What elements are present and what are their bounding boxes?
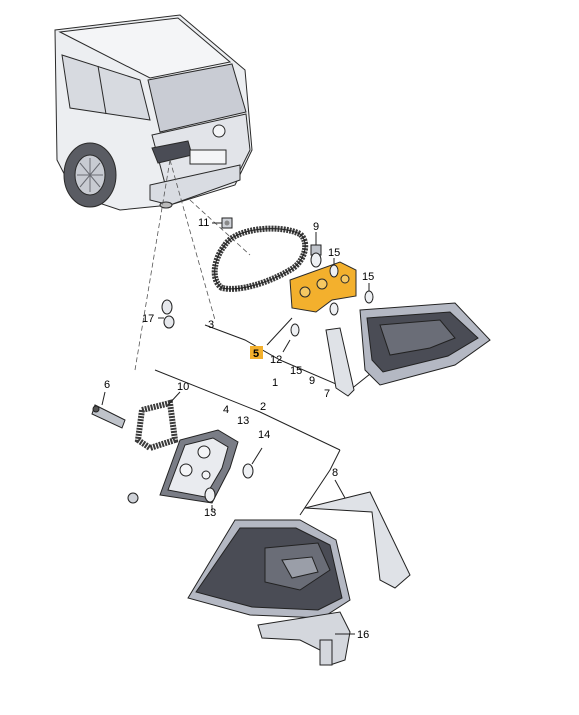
label-part-5-highlight	[250, 346, 263, 359]
label-part-12: 12	[270, 354, 282, 366]
gasket-part-10	[134, 399, 179, 452]
inner-lamp-part-1	[359, 302, 491, 386]
trim-panel-part-8	[304, 491, 411, 589]
label-part-15-a: 15	[328, 247, 340, 259]
label-part-15-b: 15	[362, 271, 374, 283]
bulb-caps-part-17	[161, 299, 175, 329]
socket-part-6	[91, 404, 126, 429]
label-part-14: 14	[258, 429, 270, 441]
leader-lines	[134, 159, 251, 371]
label-part-16: 16	[357, 629, 369, 641]
label-part-9-lower: 9	[309, 375, 315, 387]
label-part-10: 10	[177, 381, 189, 393]
bracket-part-16	[257, 611, 351, 666]
outer-lamp-housing	[187, 519, 351, 619]
label-part-17: 17	[142, 313, 154, 325]
screw-part-11	[221, 217, 233, 229]
label-part-4: 4	[223, 404, 229, 416]
label-part-6: 6	[104, 379, 110, 391]
label-part-11: 11	[198, 217, 209, 229]
label-part-5: 5	[253, 348, 259, 360]
screw-lower	[127, 492, 139, 504]
label-part-13-b: 13	[204, 507, 216, 519]
vw-logo	[212, 124, 226, 138]
bulb-carrier-part-4	[159, 429, 239, 504]
bulb-part-9-upper	[310, 244, 322, 268]
label-part-9-upper: 9	[313, 221, 319, 233]
label-part-15-c: 15	[290, 365, 302, 377]
reflector-strip-part-7	[325, 327, 355, 397]
vehicle-illustration	[54, 14, 253, 211]
label-part-8: 8	[332, 467, 338, 479]
part-labels: 11 9 15 15 17 3 5 12 15 1 9 7 6 10 2 4 1…	[104, 217, 374, 641]
label-part-1: 1	[272, 377, 278, 389]
label-part-13-a: 13	[237, 415, 249, 427]
label-part-2: 2	[260, 401, 266, 413]
bulbs-part-13-14	[204, 463, 254, 503]
label-part-3: 3	[208, 319, 214, 331]
bulb-part-12	[290, 323, 300, 337]
label-part-7: 7	[324, 388, 330, 400]
